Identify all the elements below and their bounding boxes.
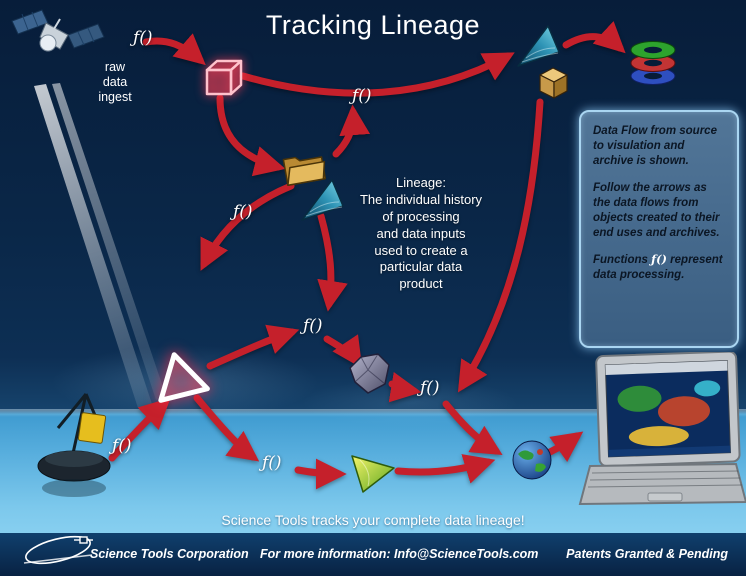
horizon-line [0, 409, 746, 417]
function-label-3: ƒ() [233, 202, 253, 222]
arrow-shell-down [317, 212, 348, 312]
function-label-2: ƒ() [352, 86, 372, 106]
arrow-cube-to-archive [239, 52, 515, 97]
function-label-7: ƒ() [262, 453, 282, 473]
footer-patents: Patents Granted & Pending [566, 547, 728, 561]
footer-bar: Science Tools Corporation For more infor… [0, 533, 746, 576]
database-archive-icon [626, 40, 680, 91]
function-label-6: ƒ() [112, 436, 132, 456]
buoy-image [28, 388, 122, 523]
globe-icon [510, 438, 554, 487]
arrow-cluster-downleft [200, 182, 295, 271]
data-cube-icon [200, 56, 246, 107]
light-beam [34, 84, 152, 408]
info-paragraph-1: Data Flow from source to visulation and … [593, 125, 717, 168]
rock-object-icon [346, 350, 392, 401]
cone-object-icon [348, 446, 398, 501]
info-paragraph-2: Follow the arrows as the data flows from… [593, 181, 720, 240]
arrow-globe-to-laptop [546, 431, 584, 462]
glowing-triangle-icon [148, 346, 212, 415]
data-flow-info-panel: Data Flow from source to visulation and … [579, 110, 739, 348]
lineage-definition: Lineage: The individual history of proce… [359, 175, 483, 292]
tagline: Science Tools tracks your complete data … [221, 512, 525, 528]
function-symbol: ƒ() [651, 252, 667, 267]
shell-object-icon [298, 176, 346, 229]
info-paragraph-3: Functions ƒ() represent data processing. [593, 252, 723, 282]
footer-contact: For more information: Info@ScienceTools.… [260, 547, 539, 561]
arrow-cluster-to-fn-up [332, 104, 370, 158]
folder-icon [281, 146, 329, 193]
page-title: Tracking Lineage [265, 10, 481, 40]
shell-object-icon [514, 22, 562, 75]
arrow-ingest-to-cube [142, 33, 206, 66]
arrow-cube-to-folder [216, 94, 286, 177]
footer-company: Science Tools Corporation [90, 547, 249, 561]
horizon-haze [300, 378, 520, 428]
raw-data-ingest-label: raw data ingest [98, 60, 132, 104]
light-beams [34, 83, 166, 408]
function-label-5: ƒ() [420, 378, 440, 398]
arrow-triangle-to-fn [206, 324, 300, 370]
function-label-4: ƒ() [303, 316, 323, 336]
arrow-fn-to-cone [294, 458, 347, 490]
package-icon [535, 64, 571, 107]
arrow-cone-to-globe [394, 454, 496, 484]
satellite-logo [20, 525, 96, 576]
laptop-image [578, 350, 746, 515]
satellite-image [8, 5, 120, 70]
arrow-rock-to-fn [388, 372, 422, 403]
function-label-1: ƒ() [133, 28, 153, 48]
